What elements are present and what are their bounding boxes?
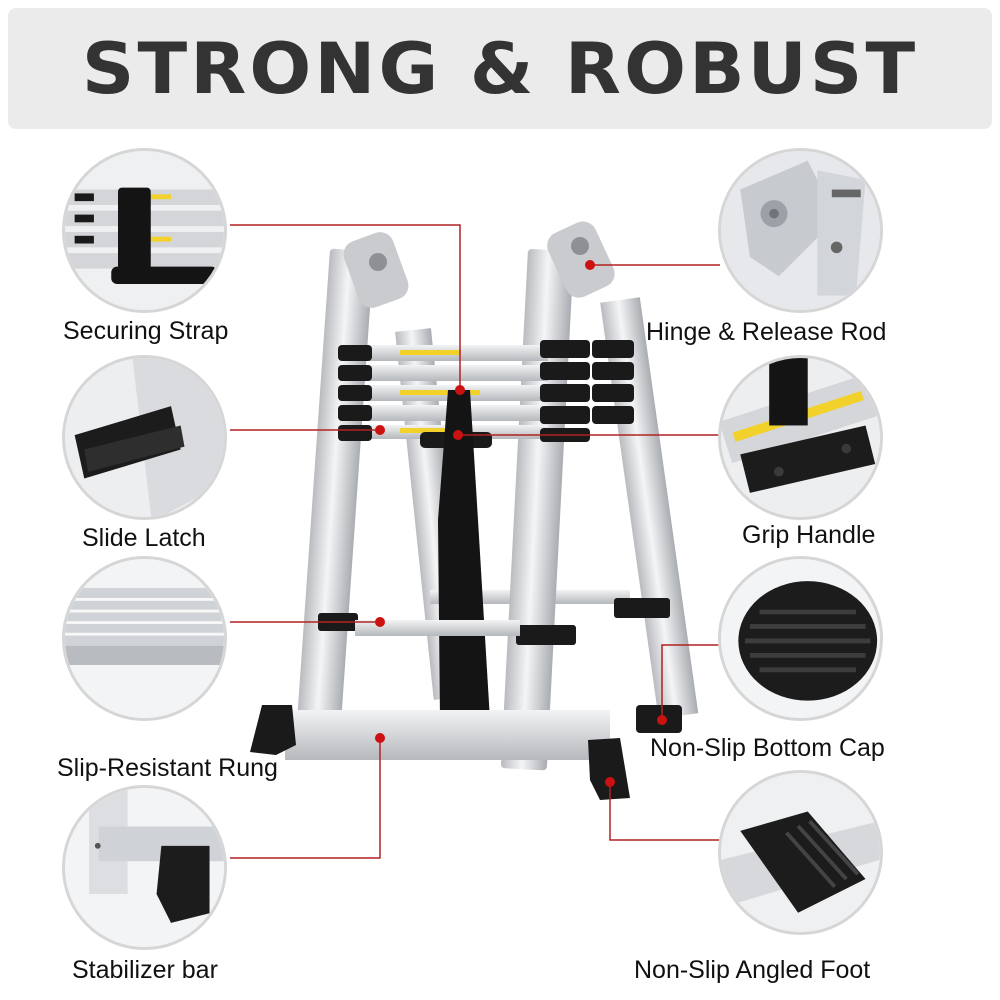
stabilizer-bar-detail <box>62 785 227 950</box>
non-slip-bottom-cap-detail <box>718 556 883 721</box>
marker-dots <box>375 260 667 787</box>
leader-lines <box>230 224 720 859</box>
label-stabilizer-bar: Stabilizer bar <box>72 956 218 984</box>
hinge-release-rod-detail <box>718 148 883 313</box>
securing-strap-detail <box>62 148 227 313</box>
slide-latch-detail <box>62 355 227 520</box>
label-slide-latch: Slide Latch <box>82 524 206 552</box>
slip-resistant-rung-detail <box>62 556 227 721</box>
label-grip-handle: Grip Handle <box>742 521 876 549</box>
label-securing-strap: Securing Strap <box>63 317 229 345</box>
non-slip-angled-foot-detail <box>718 770 883 935</box>
page-title: STRONG & ROBUST <box>81 27 919 110</box>
title-banner: STRONG & ROBUST <box>8 8 992 129</box>
grip-handle-detail <box>718 355 883 520</box>
label-non-slip-bottom-cap: Non-Slip Bottom Cap <box>650 734 885 762</box>
label-slip-resistant-rung: Slip-Resistant Rung <box>57 754 278 782</box>
rung-shape <box>355 620 520 636</box>
ladder-front-right-leg <box>501 221 615 771</box>
label-hinge-release-rod: Hinge & Release Rod <box>646 318 887 346</box>
label-non-slip-angled-foot: Non-Slip Angled Foot <box>634 956 871 984</box>
stabilizer-bar-shape <box>250 705 630 800</box>
ladder-front-left-leg <box>295 232 409 751</box>
securing-strap-shape <box>438 390 490 720</box>
